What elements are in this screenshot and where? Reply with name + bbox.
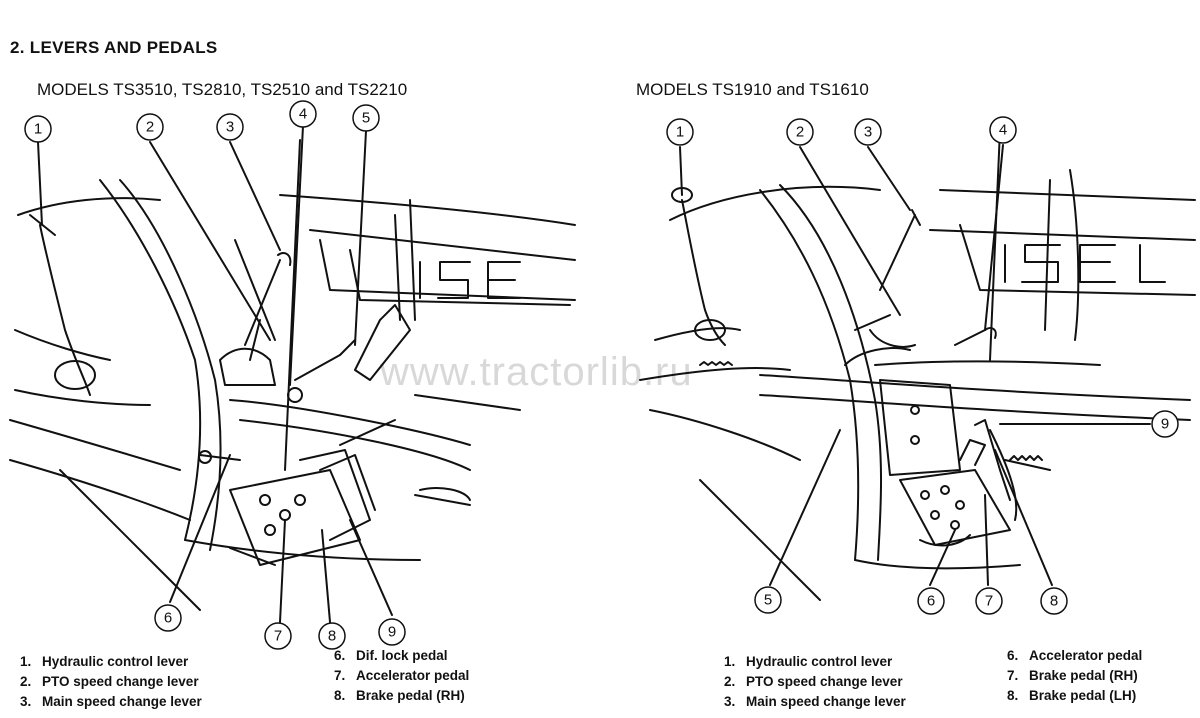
- legend-left-column-2: 6.Dif. lock pedal 7.Accelerator pedal 8.…: [334, 646, 469, 706]
- callout-left-2: [136, 113, 164, 141]
- callout-right-6-label: 6: [927, 593, 935, 610]
- callout-right-2-label: 2: [796, 124, 804, 141]
- callout-right-8-label: 8: [1050, 593, 1058, 610]
- callout-left-7-label: 7: [274, 628, 282, 645]
- callout-left-5: [352, 104, 380, 132]
- callout-right-8: [1040, 587, 1068, 615]
- callout-left-3-label: 3: [226, 119, 234, 136]
- legend-right-column-2: 6.Accelerator pedal 7.Brake pedal (RH) 8…: [1007, 646, 1142, 706]
- callout-right-5-label: 5: [764, 592, 772, 609]
- legend-item: 3.Main speed change lever: [20, 694, 202, 709]
- callout-left-9-label: 9: [388, 624, 396, 641]
- callout-left-6-label: 6: [164, 610, 172, 627]
- callout-right-1-label: 1: [676, 124, 684, 141]
- callout-left-6: [154, 604, 182, 632]
- legend-item: 3.Main speed change lever: [724, 694, 906, 709]
- callout-left-4: [289, 100, 317, 128]
- callout-left-3: [216, 113, 244, 141]
- callout-right-4: [989, 116, 1017, 144]
- callout-right-3: [854, 118, 882, 146]
- callout-left-8: [318, 622, 346, 650]
- callout-right-2: [786, 118, 814, 146]
- callout-right-9: [1151, 410, 1179, 438]
- callout-right-9-label: 9: [1161, 416, 1169, 433]
- callout-right-6: [917, 587, 945, 615]
- section-title: 2. LEVERS AND PEDALS: [10, 38, 218, 57]
- callout-left-1: [24, 115, 52, 143]
- callout-left-2-label: 2: [146, 119, 154, 136]
- legend-item: 6.Accelerator pedal: [1007, 648, 1143, 663]
- callout-left-5-label: 5: [362, 110, 370, 127]
- diagram-left: [9, 125, 576, 623]
- legend-item: 7.Brake pedal (RH): [1007, 668, 1138, 683]
- legend-item: 7.Accelerator pedal: [334, 668, 470, 683]
- legend-left-column-1: 1.Hydraulic control lever 2.PTO speed ch…: [20, 652, 202, 712]
- callout-right-7-label: 7: [985, 593, 993, 610]
- callout-left-4-label: 4: [299, 106, 307, 123]
- callout-right-5: [754, 586, 782, 614]
- callout-right-3-label: 3: [864, 124, 872, 141]
- callout-right-7: [975, 587, 1003, 615]
- legend-item: 2.PTO speed change lever: [20, 674, 199, 689]
- legend-right-column-1: 1.Hydraulic control lever 2.PTO speed ch…: [724, 652, 906, 712]
- callout-right-1: [666, 118, 694, 146]
- legend-item: 1.Hydraulic control lever: [20, 654, 189, 669]
- legend-item: 1.Hydraulic control lever: [724, 654, 893, 669]
- legend-item: 8.Brake pedal (RH): [334, 688, 465, 703]
- diagram-right: [639, 129, 1196, 601]
- callout-left-9: [378, 618, 406, 646]
- legend-item: 6.Dif. lock pedal: [334, 648, 448, 663]
- callout-left-8-label: 8: [328, 628, 336, 645]
- models-heading-left: MODELS TS3510, TS2810, TS2510 and TS2210: [37, 80, 408, 99]
- callout-right-4-label: 4: [999, 122, 1007, 139]
- callout-left-7: [264, 622, 292, 650]
- legend-item: 8.Brake pedal (LH): [1007, 688, 1137, 703]
- legend-item: 2.PTO speed change lever: [724, 674, 903, 689]
- callout-left-1-label: 1: [34, 121, 42, 138]
- models-heading-right: MODELS TS1910 and TS1610: [636, 80, 869, 99]
- watermark: www.tractorlib.ru: [380, 350, 693, 394]
